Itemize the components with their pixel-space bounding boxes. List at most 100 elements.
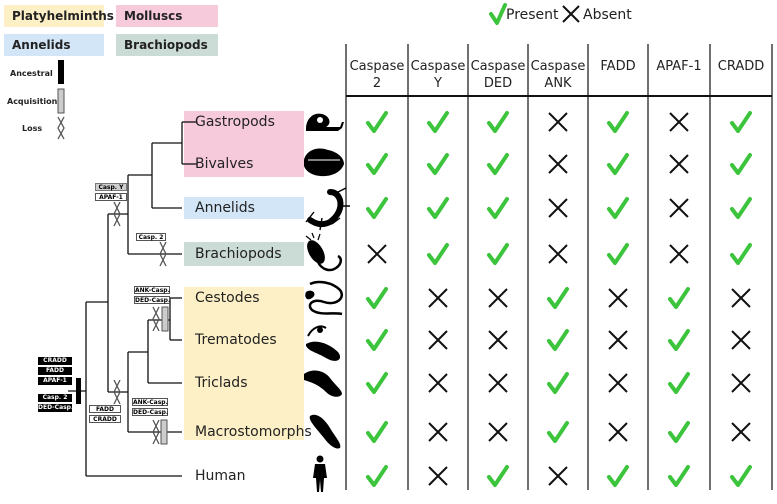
present-mark-cradd [730, 153, 752, 175]
tag-cest-trem-ded: DED-Casp. [134, 296, 171, 304]
present-mark-caspase-2 [366, 372, 388, 394]
taxon-macrostomorphs: Macrostomorphs [195, 424, 312, 440]
taxon-bivalves: Bivalves [195, 156, 254, 172]
taxon-trematodes: Trematodes [195, 332, 277, 348]
present-mark-cradd [730, 111, 752, 133]
present-mark-caspase-ank [547, 421, 569, 443]
tag-root-fadd: FADD [38, 367, 72, 375]
tag-platy-loss-fadd: FADD [89, 405, 121, 413]
platyhelminth-highlight [184, 287, 304, 440]
absent-mark-caspase-y [428, 288, 448, 308]
tag-brachiopod-loss-casp2: Casp. 2 [136, 233, 166, 241]
legend-annelids: Annelids [4, 34, 104, 56]
absent-mark-cradd [731, 330, 751, 350]
absent-mark-caspase-2 [367, 244, 387, 264]
taxon-gastropods: Gastropods [195, 114, 275, 130]
absent-mark-caspase-ank [548, 112, 568, 132]
present-mark-apaf-1 [668, 329, 690, 351]
legend-acquisition-label: Acquisition [7, 97, 58, 106]
absent-mark-caspase-ank [548, 466, 568, 486]
present-mark-cradd [730, 243, 752, 265]
absent-mark-fadd [608, 330, 628, 350]
absent-mark-caspase-ank [548, 198, 568, 218]
present-mark-apaf-1 [668, 465, 690, 487]
absent-mark-caspase-y [428, 466, 448, 486]
present-mark-caspase-ded [487, 197, 509, 219]
tag-root-casp2: Casp. 2 [38, 394, 72, 402]
tag-macro-ded: DED-Casp. [132, 408, 169, 416]
absent-mark-caspase-y [428, 330, 448, 350]
absent-mark-caspase-ank [548, 244, 568, 264]
mollusc-highlight [184, 111, 304, 177]
present-mark-caspase-2 [366, 329, 388, 351]
tag-root-ded-casp: DED-Casp. [38, 404, 74, 412]
present-mark-caspase-ank [547, 287, 569, 309]
annelid-icon [305, 187, 350, 231]
absent-label: Absent [583, 7, 632, 23]
present-mark-caspase-2 [366, 197, 388, 219]
human-icon [313, 455, 327, 492]
header-cradd: CRADD [717, 59, 765, 74]
present-mark-fadd [607, 197, 629, 219]
present-mark-cradd [730, 197, 752, 219]
present-mark-caspase-2 [366, 153, 388, 175]
present-mark-caspase-ded [487, 153, 509, 175]
tag-lophotrochozoa-loss-casp-y: Casp. Y [95, 183, 127, 191]
taxon-cestodes: Cestodes [195, 290, 260, 306]
present-mark-cradd [730, 465, 752, 487]
absent-mark-fadd [608, 373, 628, 393]
legend-loss-label: Loss [22, 124, 43, 133]
absent-mark-cradd [731, 288, 751, 308]
present-mark-caspase-ank [547, 372, 569, 394]
legend-brachiopods: Brachiopods [116, 34, 218, 56]
legend-molluscs: Molluscs [116, 5, 218, 27]
trematode-icon [306, 325, 341, 361]
present-mark-fadd [607, 465, 629, 487]
absent-mark-cradd [731, 422, 751, 442]
present-mark-caspase-ded [487, 465, 509, 487]
absent-mark-fadd [608, 422, 628, 442]
taxon-human: Human [195, 468, 246, 484]
macrostomorph-icon [309, 414, 341, 449]
legend-ancestral-label: Ancestral [10, 69, 53, 78]
present-mark-apaf-1 [668, 421, 690, 443]
absent-mark-caspase-ded [488, 330, 508, 350]
present-mark-fadd [607, 153, 629, 175]
absent-mark-apaf-1 [669, 198, 689, 218]
present-mark-caspase-y [427, 243, 449, 265]
snail-icon [306, 113, 344, 131]
legend-platyhelminths: Platyhelminths [4, 5, 114, 27]
tag-macro-ank: ANK-Casp. [132, 398, 168, 406]
absent-mark-caspase-ded [488, 422, 508, 442]
taxon-triclads: Triclads [195, 375, 248, 391]
present-mark-caspase-ded [487, 243, 509, 265]
taxon-annelids: Annelids [195, 200, 255, 216]
present-mark-caspase-y [427, 197, 449, 219]
tag-platy-loss-cradd: CRADD [89, 415, 121, 423]
absent-mark-apaf-1 [669, 244, 689, 264]
present-mark-fadd [607, 111, 629, 133]
absent-mark-caspase-y [428, 422, 448, 442]
absent-mark-caspase-y [428, 373, 448, 393]
absent-mark-cradd [731, 373, 751, 393]
absent-mark-caspase-ded [488, 373, 508, 393]
present-mark-caspase-2 [366, 465, 388, 487]
present-label: Present [506, 7, 559, 23]
tag-cest-trem-ank: ANK-Casp. [134, 286, 170, 294]
annelid-highlight [184, 197, 304, 219]
absent-mark-caspase-ank [548, 154, 568, 174]
brachiopod-icon [305, 232, 342, 272]
absent-mark-caspase-ded [488, 288, 508, 308]
present-mark-caspase-ank [547, 329, 569, 351]
header-fadd: FADD [600, 59, 636, 74]
present-mark-caspase-2 [366, 287, 388, 309]
present-mark-fadd [607, 243, 629, 265]
tag-root-cradd: CRADD [38, 357, 72, 365]
absent-mark-apaf-1 [669, 112, 689, 132]
